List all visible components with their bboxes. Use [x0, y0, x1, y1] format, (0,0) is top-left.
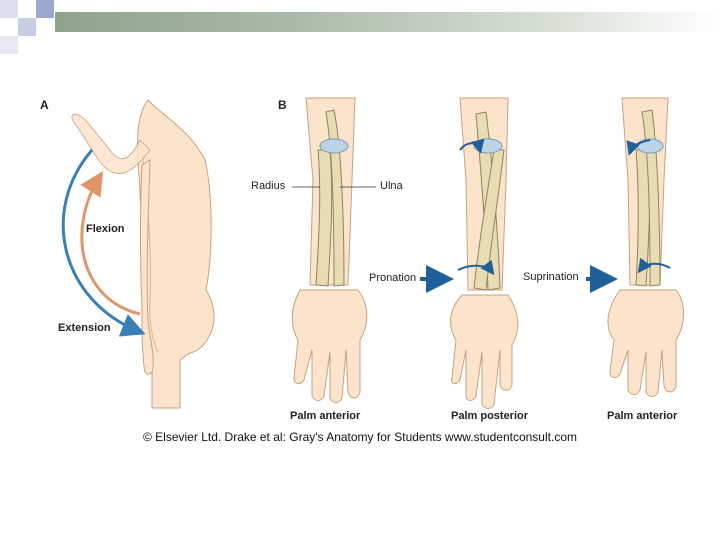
header-gradient-bar: [55, 12, 720, 32]
view-label-palm-anterior-1: Palm anterior: [290, 410, 361, 422]
radius-bone-2: [473, 149, 505, 291]
forearm-2: [450, 97, 519, 409]
forearm-1: [291, 97, 368, 403]
view-label-palm-anterior-2: Palm anterior: [607, 410, 678, 422]
ulna-label: Ulna: [380, 180, 403, 192]
header-square-1: [0, 0, 18, 18]
pronation-label: Pronation: [369, 272, 417, 284]
extension-label: Extension: [58, 322, 111, 334]
header-square-3: [36, 0, 54, 18]
hand-1: [291, 289, 368, 403]
header-square-4: [0, 18, 18, 36]
header-square-7: [18, 36, 36, 54]
supination-label: Suprination: [523, 271, 579, 283]
copyright-caption: © Elsevier Ltd. Drake et al: Gray's Anat…: [143, 430, 577, 444]
flexion-arrow: [80, 170, 141, 316]
header-square-5: [18, 18, 36, 36]
header-square-2: [18, 0, 36, 18]
panel-b-letter: B: [278, 98, 287, 112]
hand-3: [607, 289, 684, 397]
panel-a-letter: A: [40, 98, 49, 112]
radius-bone-1: [315, 149, 333, 287]
view-label-palm-posterior: Palm posterior: [451, 410, 529, 422]
extension-arrow: [61, 149, 146, 337]
header-square-6: [0, 36, 18, 54]
radius-label: Radius: [251, 180, 286, 192]
hand-2: [450, 294, 519, 409]
forearm-3: [607, 97, 684, 397]
raised-arm-figure: [71, 113, 151, 175]
flexion-label: Flexion: [86, 223, 125, 235]
